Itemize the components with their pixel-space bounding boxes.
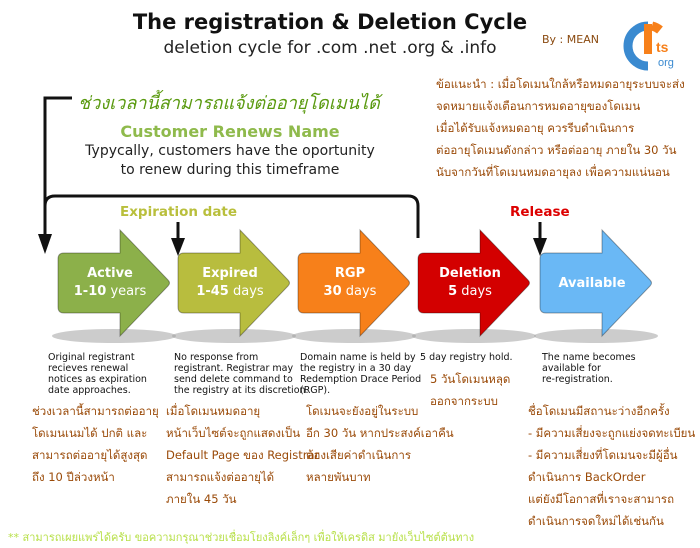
stage-thai-note: 5 วันโดเมนหลุดออกจากระบบ — [430, 368, 510, 412]
renewal-desc-line: to renew during this timeframe — [120, 162, 340, 178]
desc-line: 5 day registry hold. — [420, 352, 513, 363]
arrow-shadow — [52, 329, 176, 343]
stage-arrow-deletion — [417, 228, 530, 338]
desc-line: re-registration. — [542, 374, 613, 385]
advice-line: จดหมายแจ้งเตือนการหมดอายุของโดเมน — [436, 99, 641, 113]
advice-line: เมื่อได้รับแจ้งหมดอายุ ควรรีบดำเนินการ — [436, 121, 635, 135]
stage-thai-note: เมื่อโดเมนหมดอายุหน้าเว็บไซต์จะถูกแสดงเป… — [166, 400, 319, 510]
stage-arrow-available — [539, 228, 652, 338]
thai-line: ออกจากระบบ — [430, 394, 498, 408]
thai-line: - มีความเสี่ยงที่โดเมนจะมีผู้อื่น — [528, 448, 678, 462]
thai-line: สามารถต่ออายุได้สูงสุด — [32, 448, 148, 462]
stage-label: Active 1-10 years — [60, 265, 160, 301]
dots-org-logo: ts org — [623, 21, 674, 71]
thai-line: โดเมนเนมได้ ปกติ และ — [32, 426, 148, 440]
stage-label: Expired 1-45 days — [180, 265, 280, 301]
stage-duration: 5 days — [448, 284, 492, 299]
thai-line: Default Page ของ Registrar — [166, 448, 320, 462]
expiration-date-label: Expiration date — [120, 204, 238, 220]
advice-line: ต่ออายุโดเมนดังกล่าว หรือต่ออายุ ภายใน 3… — [436, 143, 677, 157]
renewal-thai-heading: ช่วงเวลานี้สามารถแจ้งต่ออายุโดเมนได้ — [78, 93, 380, 114]
desc-line: Domain name is held by — [300, 352, 416, 363]
advice-line: นับจากวันที่โดเมนหมดอายุลง เพื่อความแน่น… — [436, 165, 670, 179]
stage-duration: 1-10 years — [73, 284, 147, 299]
thai-line: 5 วันโดเมนหลุด — [430, 372, 511, 386]
stage-name: Expired — [202, 266, 258, 281]
advice-note: ข้อแนะนำ : เมื่อโดเมนใกล้หรือหมดอายุระบบ… — [436, 73, 696, 183]
desc-line: No response from — [174, 352, 259, 363]
thai-line: แต่ยังมีโอกาสที่เราจะสามารถ — [528, 492, 675, 506]
desc-line: date approaches. — [48, 385, 131, 396]
author-label: By : MEAN — [542, 33, 599, 46]
stage-label: Available — [542, 275, 642, 293]
thai-line: ภายใน 45 วัน — [166, 492, 237, 506]
stage-duration: 1-45 days — [196, 284, 264, 299]
thai-line: หลายพันบาท — [306, 470, 371, 484]
thai-line: - มีความเสี่ยงจะถูกแย่งจดทะเบียน — [528, 426, 696, 440]
desc-line: the registry at its discretion. — [174, 385, 309, 396]
thai-line: ช่วงเวลานี้สามารถต่ออายุ — [32, 404, 159, 418]
release-label: Release — [510, 204, 570, 220]
svg-text:org: org — [658, 57, 674, 69]
thai-line: ดำเนินการ BackOrder — [528, 470, 646, 484]
thai-line: ชื่อโดเมนมีสถานะว่างอีกครั้ง — [528, 404, 670, 418]
arrow-down-icon — [171, 238, 185, 256]
thai-line: ถึง 10 ปีล่วงหน้า — [32, 470, 115, 484]
stage-name: Available — [558, 276, 626, 291]
thai-line: ดำเนินการจดใหม่ได้เช่นกัน — [528, 514, 664, 528]
stage-label: RGP 30 days — [300, 265, 400, 301]
thai-line: โดเมนจะยังอยู่ในระบบ — [306, 404, 419, 418]
arrow-down-icon — [533, 238, 547, 256]
thai-line: หน้าเว็บไซต์จะถูกแสดงเป็น — [166, 426, 301, 440]
stage-name: RGP — [334, 266, 366, 281]
desc-line: send delete command to — [174, 374, 293, 385]
desc-line: Original registrant — [48, 352, 135, 363]
desc-line: recieves renewal — [48, 363, 129, 374]
arrow-down-icon — [38, 234, 52, 254]
stage-arrow-rgp — [297, 228, 410, 338]
stage-name: Active — [87, 266, 133, 281]
footer-note: ** สามารถเผยแพร่ได้ครับ ขอความกรุณาช่วยเ… — [8, 531, 475, 544]
desc-line: registrant. Registrar may — [174, 363, 294, 374]
renewal-bracket — [43, 96, 542, 240]
desc-line: the registry in a 30 day — [300, 363, 412, 374]
stage-name: Deletion — [439, 266, 501, 281]
renewal-desc-line: Typycally, customers have the oportunity — [85, 143, 375, 159]
desc-line: notices as expiration — [48, 374, 147, 385]
arrow-shadow — [534, 329, 658, 343]
thai-line: ต้องเสียค่าดำเนินการ — [306, 448, 412, 462]
stage-thai-note: ชื่อโดเมนมีสถานะว่างอีกครั้ง - มีความเสี่… — [528, 400, 695, 532]
stage-thai-note: โดเมนจะยังอยู่ในระบบอีก 30 วัน หากประสงค… — [306, 400, 454, 488]
diagram-title: The registration & Deletion Cycle — [132, 10, 528, 34]
desc-line: available for — [542, 363, 601, 374]
stage-label: Deletion 5 days — [420, 265, 520, 301]
arrow-shadow — [412, 329, 536, 343]
arrow-shadow — [172, 329, 296, 343]
stage-description: 5 day registry hold. — [420, 352, 513, 363]
stage-arrow-active — [57, 228, 170, 338]
stage-duration: 30 days — [323, 284, 377, 299]
diagram-subtitle: deletion cycle for .com .net .org & .inf… — [163, 38, 497, 58]
renewal-description: Typycally, customers have the oportunity… — [40, 142, 420, 180]
desc-line: The name becomes — [542, 352, 636, 363]
thai-line: สามารถแจ้งต่ออายุได้ — [166, 470, 275, 484]
thai-line: เมื่อโดเมนหมดอายุ — [166, 404, 261, 418]
svg-text:ts: ts — [656, 39, 669, 55]
desc-line: (RGP). — [300, 385, 331, 396]
stage-thai-note: ช่วงเวลานี้สามารถต่ออายุโดเมนเนมได้ ปกติ… — [32, 400, 159, 488]
arrow-shadow — [292, 329, 416, 343]
renewal-title: Customer Renews Name — [120, 122, 340, 141]
thai-line: อีก 30 วัน หากประสงค์เอาคืน — [306, 426, 454, 440]
advice-line: ข้อแนะนำ : เมื่อโดเมนใกล้หรือหมดอายุระบบ… — [436, 77, 685, 91]
stage-arrow-expired — [177, 228, 290, 338]
desc-line: Redemption Drace Period — [300, 374, 422, 385]
